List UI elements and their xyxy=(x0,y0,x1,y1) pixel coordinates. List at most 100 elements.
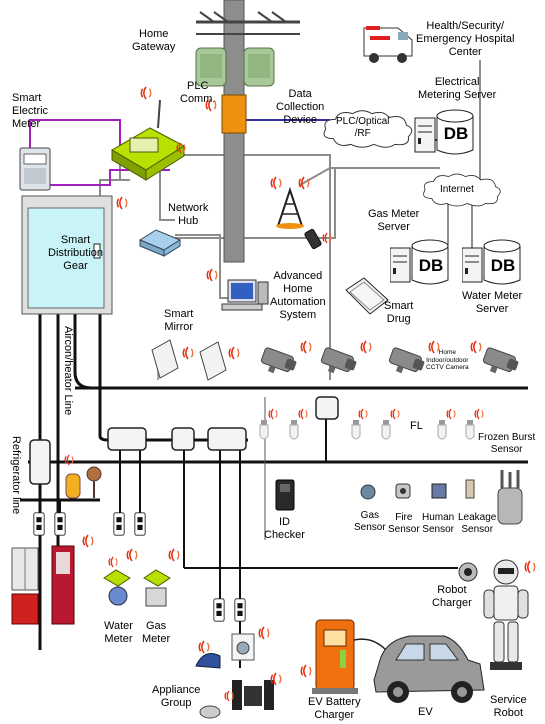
water-meter-device xyxy=(108,586,128,606)
appliance-wireless-icon xyxy=(224,690,234,702)
washer-wireless-icon xyxy=(258,626,270,640)
mirror-wireless-icon-2 xyxy=(228,346,240,360)
fl-wireless-icon-5 xyxy=(446,408,456,420)
ev-label: EV xyxy=(418,706,433,718)
id-checker-device xyxy=(275,479,295,511)
fl-bulb-2 xyxy=(289,420,299,440)
cctv-camera-3 xyxy=(385,346,427,380)
appliance-plug-1 xyxy=(213,598,225,622)
home-automation-pc-icon xyxy=(221,279,269,311)
fl-bulb-3 xyxy=(351,420,361,440)
ev-battery-charger xyxy=(312,619,358,694)
ev-charge-cable xyxy=(353,638,387,651)
tower-wireless-icon-left xyxy=(270,176,282,190)
fl-bulb-5 xyxy=(437,420,447,440)
leakage-sensor-device xyxy=(465,479,475,499)
audio-system-icon xyxy=(232,680,274,710)
iron-icon xyxy=(195,653,221,669)
water-db-label: DB xyxy=(491,256,516,275)
cctv-camera-2 xyxy=(317,346,359,380)
fan-icon xyxy=(86,466,102,498)
aircon-icon xyxy=(51,545,75,625)
appliance-plug-2 xyxy=(234,598,246,622)
fire-sensor-device xyxy=(395,483,411,499)
network-hub-device xyxy=(138,229,182,257)
robot-charger-device xyxy=(458,562,478,582)
service-robot xyxy=(483,559,529,670)
gas-db-label: DB xyxy=(419,256,444,275)
connection-lines xyxy=(20,60,528,668)
human-sensor-device xyxy=(431,483,447,499)
ambulance-icon xyxy=(363,26,413,63)
smart-mirror-device-2 xyxy=(199,341,227,381)
audio-wireless-icon xyxy=(270,672,282,686)
fl-wireless-icon-6 xyxy=(474,408,484,420)
water-meter-plug xyxy=(113,512,125,536)
fl-bulb-1 xyxy=(259,420,269,440)
gas-meter-device xyxy=(145,587,167,607)
smart-distribution-gear xyxy=(21,195,113,315)
smart-electric-meter xyxy=(19,147,51,191)
robot-wireless-icon xyxy=(524,560,536,574)
data-collection-device xyxy=(221,94,247,134)
gas-sensor-device xyxy=(360,484,376,500)
cctv-wireless-icon-4 xyxy=(470,340,482,354)
aircon-line-label: Aircon/heator Line xyxy=(62,326,74,416)
pc-wireless-icon xyxy=(206,268,218,282)
heater-icon xyxy=(65,473,81,499)
fl-wireless-icon-3 xyxy=(358,408,368,420)
cctv-camera-1 xyxy=(257,346,299,380)
gas-meter-modem xyxy=(143,569,171,587)
water-modem-wireless-icon xyxy=(108,556,118,568)
gas-meter-wireless-icon xyxy=(168,548,180,562)
iron-wireless-icon xyxy=(198,640,210,654)
bus-junction-boxes xyxy=(29,396,339,485)
radio-tower-icon xyxy=(276,186,304,229)
transformer-right xyxy=(243,47,275,87)
smart-mirror-device-1 xyxy=(151,339,179,379)
vacuum-icon xyxy=(199,705,221,719)
ev-charger-wireless-icon xyxy=(300,664,312,678)
transformer-left xyxy=(195,47,227,87)
aircon-plug xyxy=(54,512,66,536)
ev-car xyxy=(373,635,485,703)
electrical-db-label: DB xyxy=(444,124,469,143)
refrigerator-plug xyxy=(33,512,45,536)
gateway-wireless-icon xyxy=(140,86,152,100)
internet-label: Internet xyxy=(440,184,474,195)
fl-bulb-6 xyxy=(465,420,475,440)
washing-machine-icon xyxy=(231,633,255,661)
cctv-wireless-icon-2 xyxy=(360,340,372,354)
water-meter-modem xyxy=(103,569,131,587)
smart-drug-device xyxy=(345,277,389,315)
aircon-wireless-icon xyxy=(82,534,94,548)
utility-pole xyxy=(196,0,300,263)
cctv-camera-4 xyxy=(479,346,521,380)
gas-meter-plug xyxy=(134,512,146,536)
mirror-wireless-icon-1 xyxy=(182,346,194,360)
